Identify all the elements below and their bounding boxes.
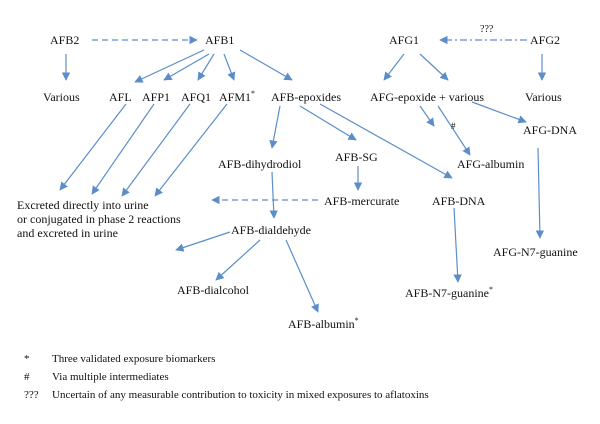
node-afb1: AFB1 — [205, 33, 235, 47]
node-afg-n7-guanine: AFG-N7-guanine — [493, 245, 578, 259]
excreted-line-2: or conjugated in phase 2 reactions — [17, 212, 181, 226]
arrow-afq1-to-excreted — [121, 103, 191, 197]
node-afg2: AFG2 — [530, 33, 561, 47]
node-afb-mercurate: AFB-mercurate — [324, 194, 400, 208]
node-afg-albumin: AFG-albumin — [457, 157, 525, 171]
arrow-epoxide-to-afg-albumin-a — [419, 105, 435, 127]
arrow-afb1-to-afq1 — [197, 53, 215, 81]
legend-text: Uncertain of any measurable contribution… — [52, 389, 429, 401]
node-afb-n7-guanine-label: AFB-N7-guanine — [405, 286, 489, 300]
legend-row-intermediates: # Via multiple intermediates — [24, 371, 169, 384]
node-afb-dialdehyde: AFB-dialdehyde — [231, 223, 311, 237]
arrow-afb-dna-to-n7 — [453, 207, 462, 283]
arrow-afg-dna-to-n7 — [535, 147, 545, 239]
arrow-afg1-to-epoxide-a — [383, 53, 405, 81]
arrow-epoxides-to-dihydrodiol — [269, 105, 281, 149]
biomarker-mark: * — [251, 89, 256, 98]
arrow-epoxide-to-afg-dna — [471, 101, 527, 124]
excreted-line-1: Excreted directly into urine — [17, 198, 149, 212]
arrow-dialdehyde-to-excreted — [175, 231, 231, 252]
excreted-line-3: and excreted in urine — [17, 226, 118, 240]
legend-symbol: ??? — [24, 389, 39, 401]
node-various-right: Various — [525, 90, 562, 104]
arrow-afl-to-excreted — [59, 103, 127, 191]
biomarker-mark-3: * — [354, 316, 359, 325]
arrow-dialdehyde-to-dialcohol — [215, 239, 261, 281]
node-afm1: AFM1* — [219, 89, 256, 105]
arrow-afm1-to-excreted — [154, 103, 228, 197]
arrow-afb1-to-afm1 — [223, 53, 236, 81]
legend-symbol: * — [24, 353, 30, 365]
legend-text: Via multiple intermediates — [52, 371, 169, 383]
legend-text: Three validated exposure biomarkers — [52, 353, 216, 365]
node-afb-dialcohol: AFB-dialcohol — [177, 283, 249, 297]
biomarker-mark-2: * — [489, 285, 493, 294]
node-afb-sg: AFB-SG — [335, 150, 378, 164]
arrow-dihydrodiol-to-dialdehyde — [269, 171, 278, 219]
node-afb-dihydrodiol: AFB-dihydrodiol — [218, 157, 302, 171]
legend-row-biomarkers: * Three validated exposure biomarkers — [24, 353, 215, 366]
node-afb-epoxides: AFB-epoxides — [271, 90, 341, 104]
arrow-afg1-to-epoxide-b — [419, 53, 449, 81]
node-afg-epoxide: AFG-epoxide + various — [370, 90, 485, 104]
node-excreted: Excreted directly into urine or conjugat… — [17, 198, 181, 240]
node-afp1: AFP1 — [142, 90, 171, 104]
node-various-left: Various — [43, 90, 80, 104]
node-afb-n7-guanine: AFB-N7-guanine* — [405, 285, 493, 301]
node-afl: AFL — [109, 90, 132, 104]
node-afb-dna: AFB-DNA — [432, 194, 486, 208]
arrow-dialdehyde-to-afb-albumin — [285, 239, 319, 313]
arrow-epoxide-to-afg-albumin-b — [437, 105, 471, 156]
node-afq1: AFQ1 — [181, 90, 212, 104]
arrow-afp1-to-excreted — [91, 103, 155, 195]
legend-symbol: # — [24, 371, 30, 383]
arrow-afb1-to-epoxides — [239, 49, 293, 81]
node-afm1-label: AFM1 — [219, 90, 252, 104]
node-afb-albumin: AFB-albumin* — [288, 316, 359, 332]
arrow-epoxides-to-afb-dna — [319, 103, 453, 179]
arrow-afb1-to-afl — [134, 49, 205, 83]
arrow-epoxides-to-sg — [299, 105, 357, 141]
node-afb-albumin-label: AFB-albumin — [288, 317, 355, 331]
intermediates-mark: # — [451, 121, 456, 131]
node-afg-dna: AFG-DNA — [523, 123, 577, 137]
legend-row-uncertain: ??? Uncertain of any measurable contribut… — [24, 389, 429, 402]
uncertain-mark: ??? — [480, 24, 494, 35]
node-afb2: AFB2 — [50, 33, 80, 47]
arrow-afb1-to-afp1 — [163, 53, 210, 81]
node-afg1: AFG1 — [389, 33, 420, 47]
